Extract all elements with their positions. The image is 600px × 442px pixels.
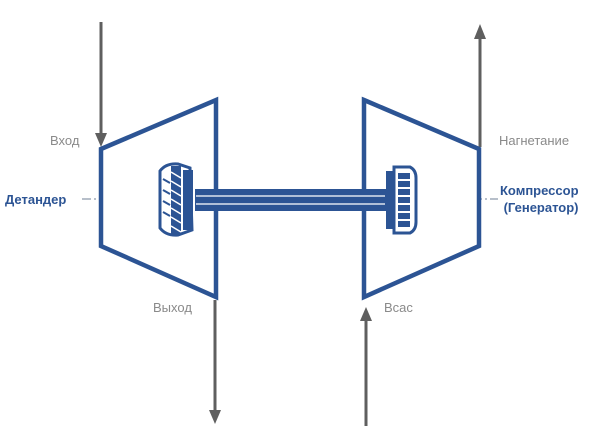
turbine-wheel-icon (158, 162, 194, 237)
suction-arrow-icon (360, 307, 372, 426)
compressor-label-line2: (Генератор) (503, 200, 579, 215)
discharge-label: Нагнетание (499, 133, 570, 148)
outlet-label: Выход (153, 300, 192, 315)
inlet-arrow-icon (95, 22, 107, 147)
compressor-label: Компрессор (Генератор) (500, 182, 579, 216)
suction-label: Всас (384, 300, 413, 315)
expander-label: Детандер (5, 192, 67, 207)
discharge-arrow-icon (474, 24, 486, 147)
compressor-label-line1: Компрессор (500, 183, 579, 198)
compressor-housing (361, 96, 482, 301)
impeller-wheel-icon (386, 165, 418, 235)
outlet-arrow-icon (209, 300, 221, 424)
inlet-label: Вход (50, 133, 80, 148)
shaft (195, 189, 386, 211)
